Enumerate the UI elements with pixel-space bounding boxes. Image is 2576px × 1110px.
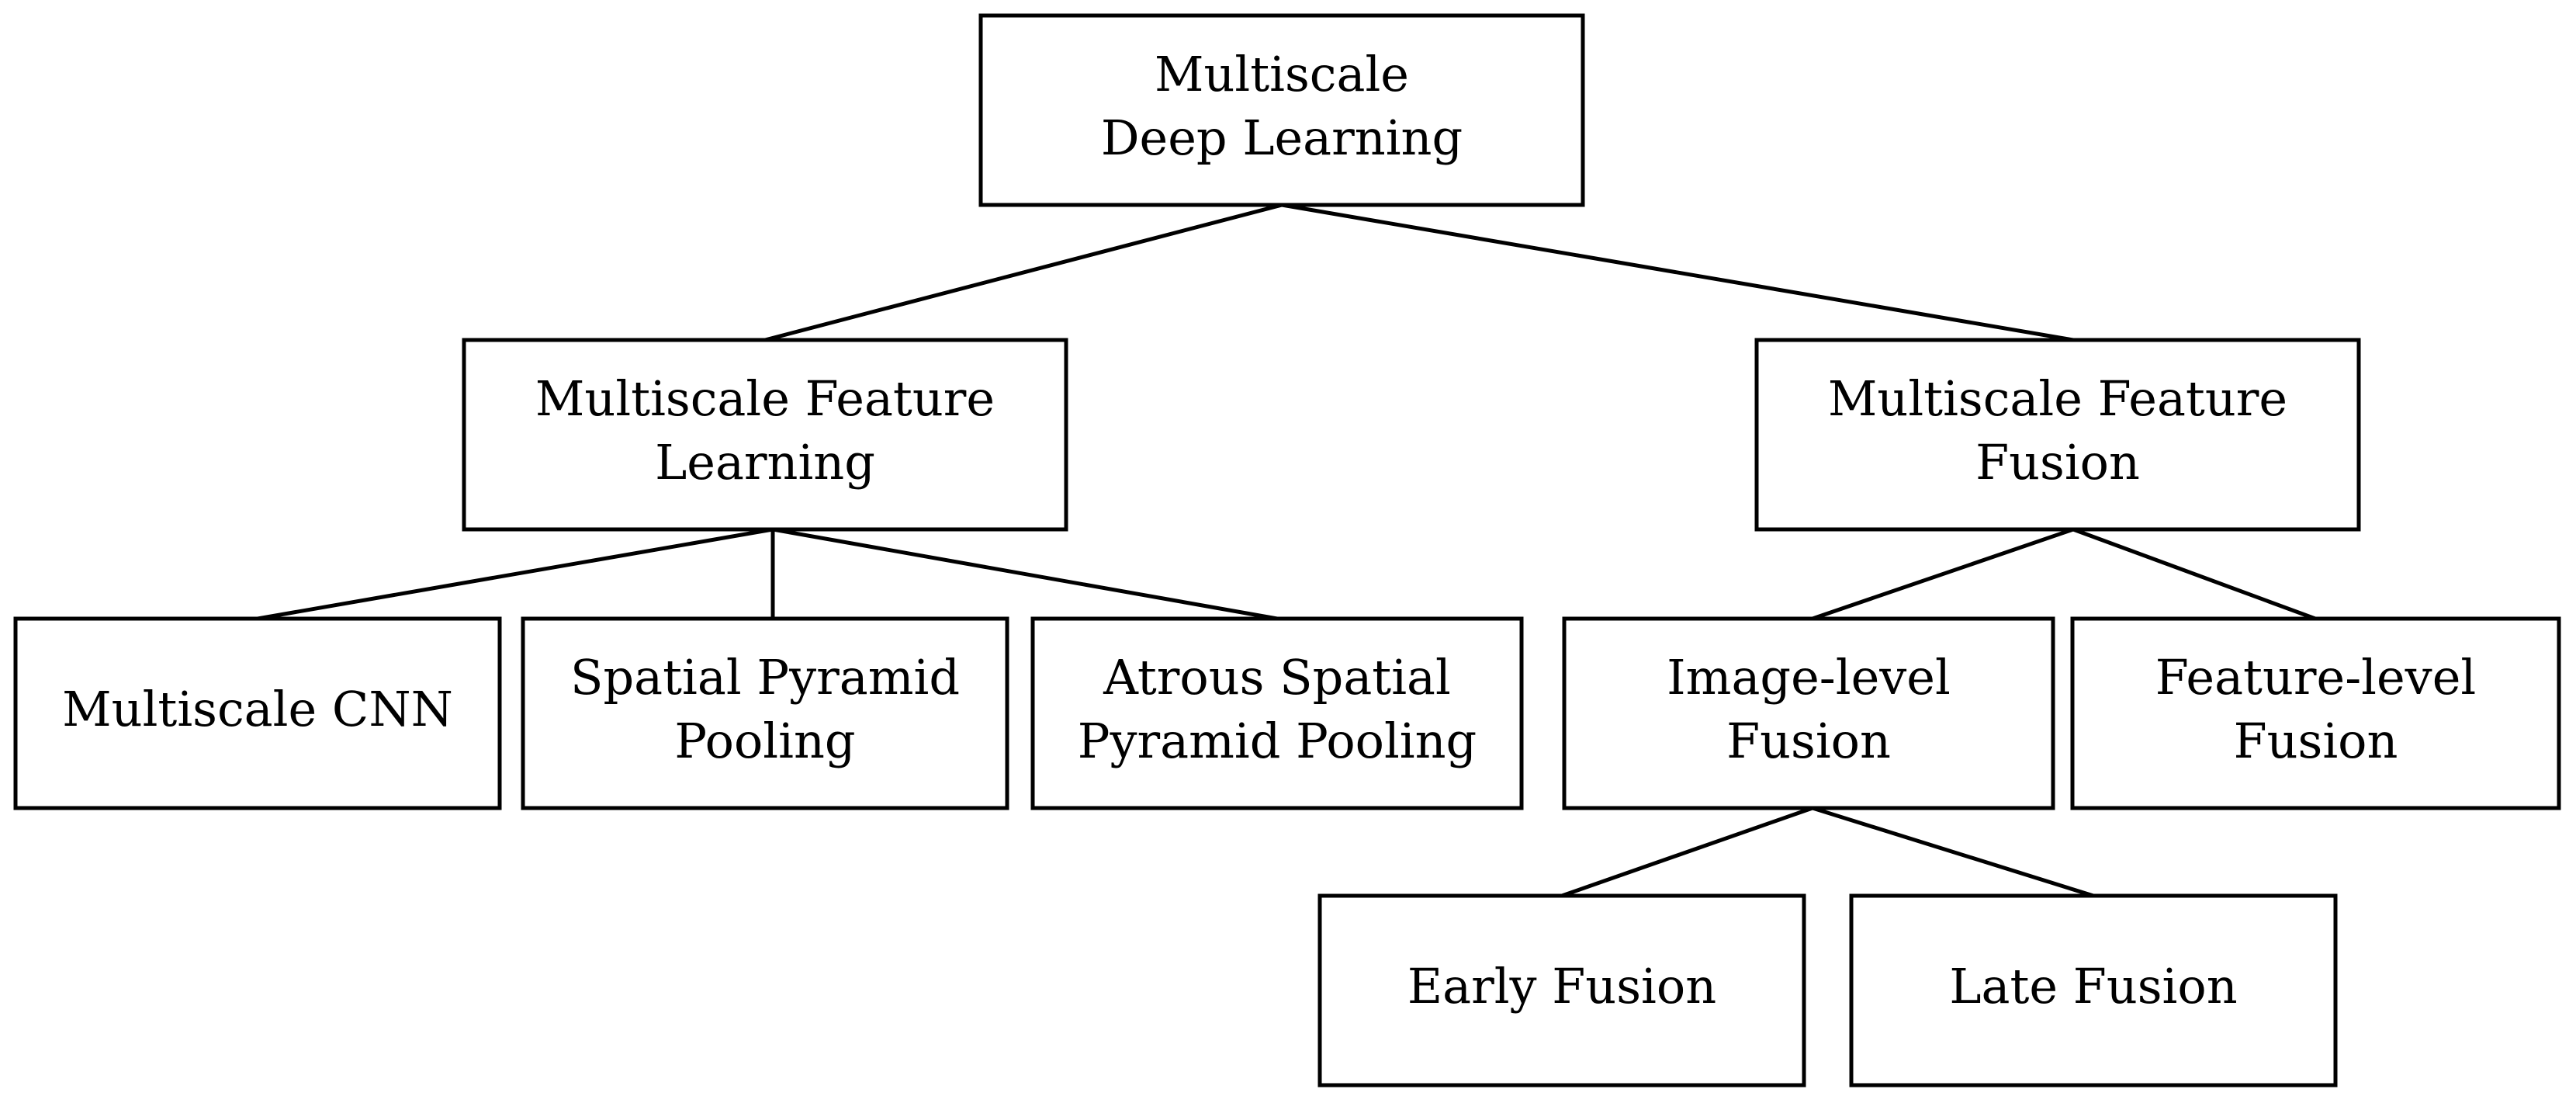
node-box-image-level-fusion <box>1562 616 2055 810</box>
node-label-root-line-1: Multiscale <box>1155 46 1409 102</box>
node-label-spatial-pyramid-pooling-line-2: Pooling <box>674 713 855 769</box>
node-box-feature-learning <box>462 338 1068 532</box>
node-multiscale-cnn: Multiscale CNN <box>13 616 502 810</box>
edge-feature-learning-to-atrous-spatial-pyramid-pooling <box>770 527 1279 621</box>
node-box-early-fusion <box>1317 893 1806 1087</box>
node-box-feature-fusion <box>1754 338 2361 532</box>
node-box-late-fusion <box>1849 893 2338 1087</box>
node-label-atrous-spatial-pyramid-pooling-line-2: Pyramid Pooling <box>1078 713 1477 769</box>
node-label-image-level-fusion-line-2: Fusion <box>1726 713 1891 769</box>
node-box-atrous-spatial-pyramid-pooling <box>1030 616 1524 810</box>
node-label-feature-learning-line-1: Multiscale Feature <box>535 370 995 427</box>
node-label-feature-learning-line-2: Learning <box>655 434 875 491</box>
node-late-fusion: Late Fusion <box>1849 893 2338 1087</box>
node-box-root <box>978 13 1585 207</box>
edge-image-level-fusion-to-early-fusion <box>1560 806 1815 898</box>
node-label-multiscale-cnn-line-1: Multiscale CNN <box>62 681 453 737</box>
node-box-multiscale-cnn <box>13 616 502 810</box>
edge-image-level-fusion-to-late-fusion <box>1810 806 2096 898</box>
node-label-feature-level-fusion-line-1: Feature-level <box>2155 649 2476 706</box>
edge-feature-fusion-to-feature-level-fusion <box>2071 527 2318 621</box>
edge-root-to-feature-learning <box>763 203 1284 342</box>
node-label-feature-level-fusion-line-2: Fusion <box>2234 713 2398 769</box>
node-label-root-line-2: Deep Learning <box>1101 109 1463 166</box>
node-label-early-fusion-line-1: Early Fusion <box>1407 958 1716 1015</box>
node-label-spatial-pyramid-pooling-line-1: Spatial Pyramid <box>570 649 960 706</box>
node-box-spatial-pyramid-pooling <box>521 616 1009 810</box>
edge-root-to-feature-fusion <box>1279 203 2076 342</box>
edge-feature-fusion-to-image-level-fusion <box>1810 527 2076 621</box>
node-label-late-fusion-line-1: Late Fusion <box>1949 958 2237 1015</box>
node-label-atrous-spatial-pyramid-pooling-line-1: Atrous Spatial <box>1103 649 1451 706</box>
node-label-feature-fusion-line-1: Multiscale Feature <box>1828 370 2287 427</box>
node-box-feature-level-fusion <box>2070 616 2561 810</box>
node-early-fusion: Early Fusion <box>1317 893 1806 1087</box>
edges-layer <box>255 203 2318 898</box>
node-label-image-level-fusion-line-1: Image-level <box>1667 649 1951 706</box>
node-label-feature-fusion-line-2: Fusion <box>1975 434 2140 491</box>
edge-feature-learning-to-multiscale-cnn <box>255 527 775 621</box>
